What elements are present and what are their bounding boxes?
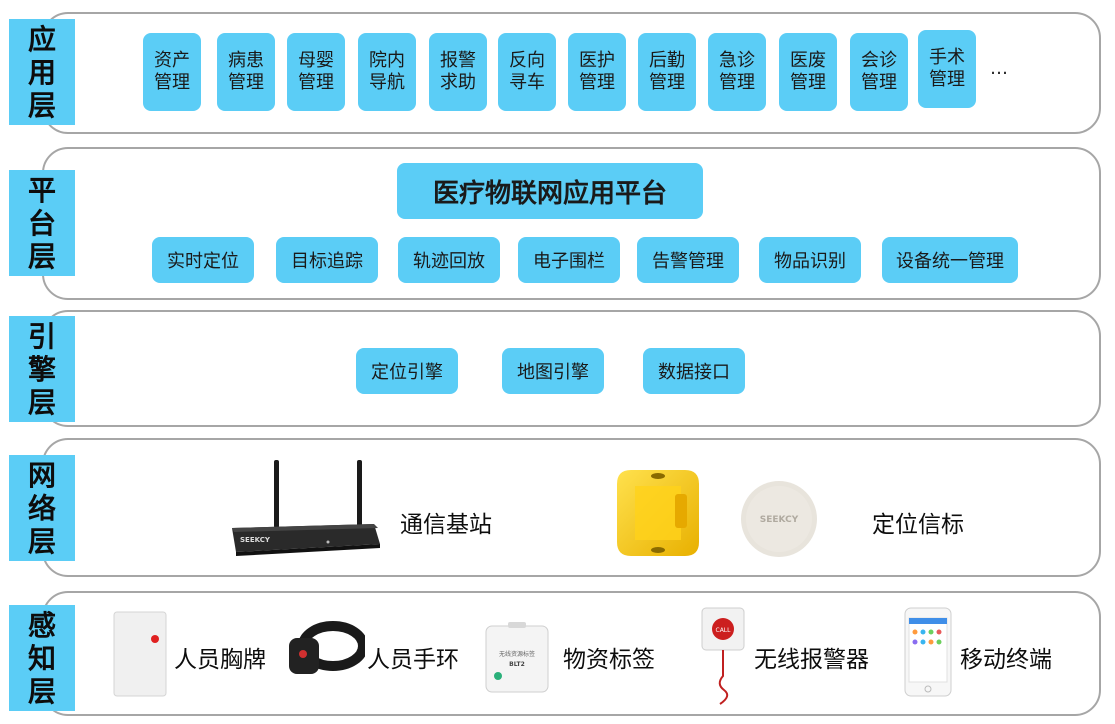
layer-label-perception: 感知层 <box>9 605 75 711</box>
wristband-image <box>289 621 365 674</box>
beacon-brand-text: SEEKCY <box>760 515 799 525</box>
alarm-button-image: CALL <box>701 607 745 705</box>
app-module-reverse-car-search: 反向寻车 <box>498 33 556 111</box>
platform-function-realtime-location: 实时定位 <box>152 237 254 283</box>
mobile-terminal-image <box>904 607 952 697</box>
platform-function-target-tracking: 目标追踪 <box>276 237 378 283</box>
app-module-asset: 资产管理 <box>143 33 201 111</box>
asset-tag-text: 无线资源标签 <box>499 650 535 658</box>
gateway-router-image: SEEKCY <box>232 460 380 556</box>
perception-device-wireless-alarm: 无线报警器 <box>754 647 869 673</box>
app-module-patient: 病患管理 <box>217 33 275 111</box>
perception-device-wristband: 人员手环 <box>367 647 459 673</box>
perception-device-badge: 人员胸牌 <box>174 647 266 673</box>
app-module-mother-baby: 母婴管理 <box>287 33 345 111</box>
engine-data-interface: 数据接口 <box>643 348 745 394</box>
layer-label-network: 网络层 <box>9 455 75 561</box>
perception-device-mobile-terminal: 移动终端 <box>960 647 1052 673</box>
gateway-label: 通信基站 <box>400 512 492 538</box>
perception-device-asset-tag: 物资标签 <box>563 647 655 673</box>
app-module-emergency: 急诊管理 <box>708 33 766 111</box>
engine-location: 定位引擎 <box>356 348 458 394</box>
app-module-indoor-navigation: 院内导航 <box>358 33 416 111</box>
platform-title: 医疗物联网应用平台 <box>397 163 703 219</box>
layer-label-application: 应用层 <box>9 19 75 125</box>
app-module-logistics: 后勤管理 <box>638 33 696 111</box>
network-layer-box <box>42 438 1101 577</box>
asset-tag-model: BLT2 <box>509 661 525 668</box>
engine-map: 地图引擎 <box>502 348 604 394</box>
asset-tag-image: 无线资源标签 BLT2 <box>485 622 549 693</box>
app-module-medical-waste: 医废管理 <box>779 33 837 111</box>
platform-function-item-recognition: 物品识别 <box>759 237 861 283</box>
platform-function-geofence: 电子围栏 <box>518 237 620 283</box>
app-module-consultation: 会诊管理 <box>850 33 908 111</box>
beacon-label: 定位信标 <box>872 512 964 538</box>
layer-label-engine: 引擎层 <box>9 316 75 422</box>
app-module-alarm-help: 报警求助 <box>429 33 487 111</box>
platform-function-device-management: 设备统一管理 <box>882 237 1018 283</box>
beacon-white-image: SEEKCY <box>741 481 817 557</box>
alarm-call-text: CALL <box>716 627 732 634</box>
app-module-surgery: 手术管理 <box>918 30 976 108</box>
app-modules-more: … <box>990 58 1010 79</box>
badge-image <box>113 611 167 697</box>
gateway-brand-text: SEEKCY <box>240 536 271 544</box>
platform-function-alarm-management: 告警管理 <box>637 237 739 283</box>
layer-label-platform: 平台层 <box>9 170 75 276</box>
platform-function-track-playback: 轨迹回放 <box>398 237 500 283</box>
beacon-yellow-image <box>617 470 699 556</box>
app-module-medical-staff: 医护管理 <box>568 33 626 111</box>
